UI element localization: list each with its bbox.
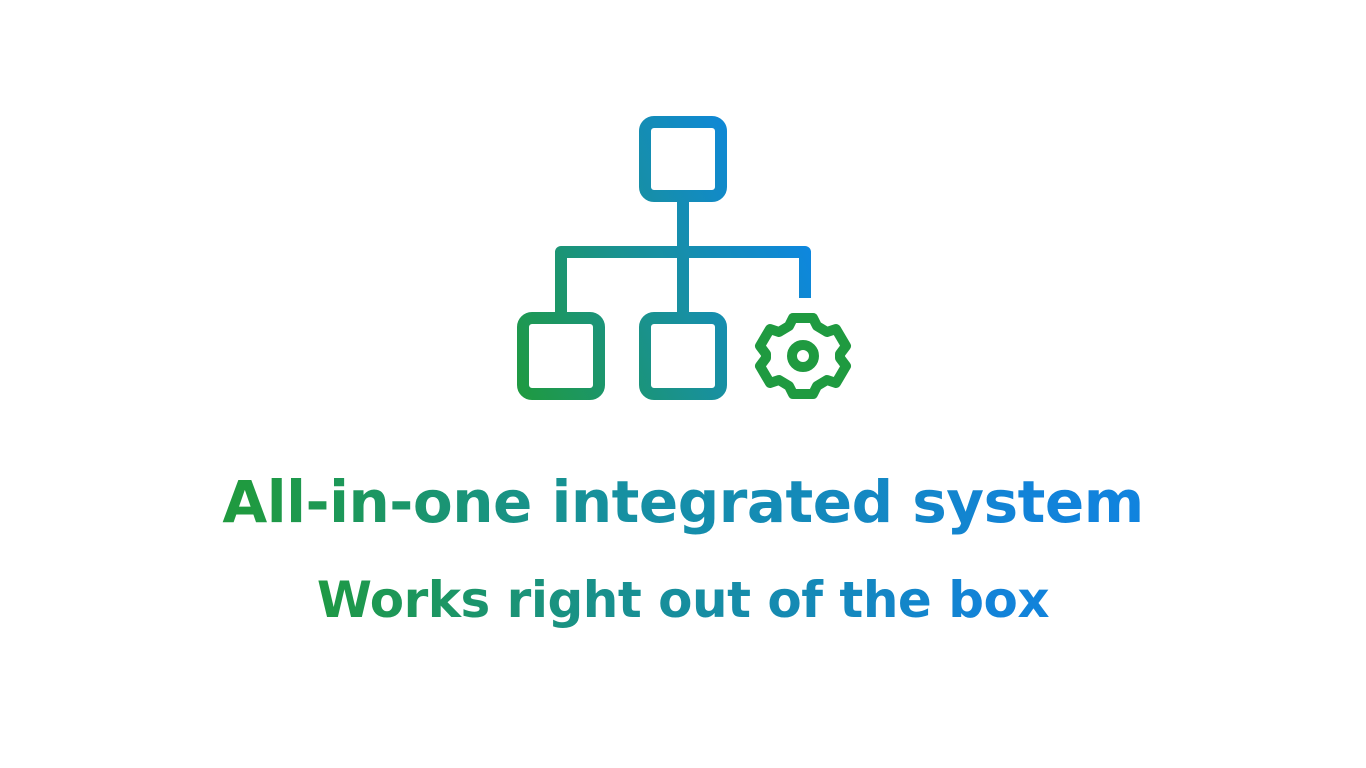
middle-node-box bbox=[639, 312, 727, 400]
branch-line bbox=[555, 246, 811, 318]
headline: All-in-one integrated system bbox=[0, 462, 1366, 542]
gear-icon bbox=[755, 313, 851, 399]
top-node-box bbox=[639, 116, 727, 202]
subline: Works right out of the box bbox=[0, 566, 1366, 634]
left-node-box bbox=[517, 312, 605, 400]
hierarchy-with-gear-icon bbox=[517, 116, 851, 400]
